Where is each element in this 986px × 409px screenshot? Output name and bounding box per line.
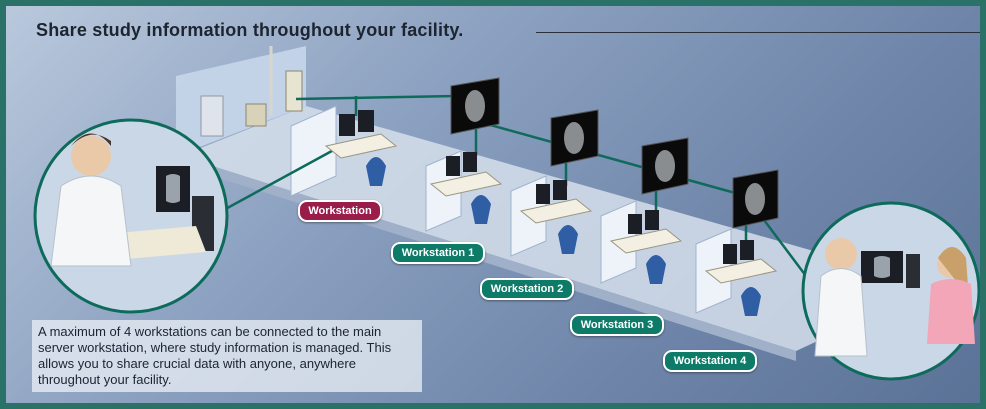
consultation-inset <box>801 201 980 381</box>
desk-ws1 <box>429 152 503 224</box>
workstation-desks <box>324 110 778 316</box>
label-workstation-4: Workstation 4 <box>663 350 757 372</box>
imaging-equipment <box>200 46 303 137</box>
label-workstation-1: Workstation 1 <box>391 242 485 264</box>
xray-image-2 <box>550 109 599 167</box>
label-workstation-3: Workstation 3 <box>570 314 664 336</box>
label-main-workstation: Workstation <box>298 200 382 222</box>
title-rule <box>536 32 980 33</box>
page-title: Share study information throughout your … <box>36 20 464 40</box>
xray-image-1 <box>450 77 500 135</box>
desk-ws3 <box>609 210 683 284</box>
room-dividers <box>290 105 732 314</box>
xray-image-4 <box>732 169 779 229</box>
label-workstation-2: Workstation 2 <box>480 278 574 300</box>
facility-illustration <box>33 46 980 381</box>
desk-ws2 <box>519 180 593 254</box>
desk-ws4 <box>704 240 778 316</box>
doctor-workstation-inset <box>33 118 229 314</box>
desk-main <box>324 110 398 186</box>
description-note: A maximum of 4 workstations can be conne… <box>32 320 422 392</box>
xray-panels <box>450 77 779 229</box>
xray-image-3 <box>641 137 689 195</box>
